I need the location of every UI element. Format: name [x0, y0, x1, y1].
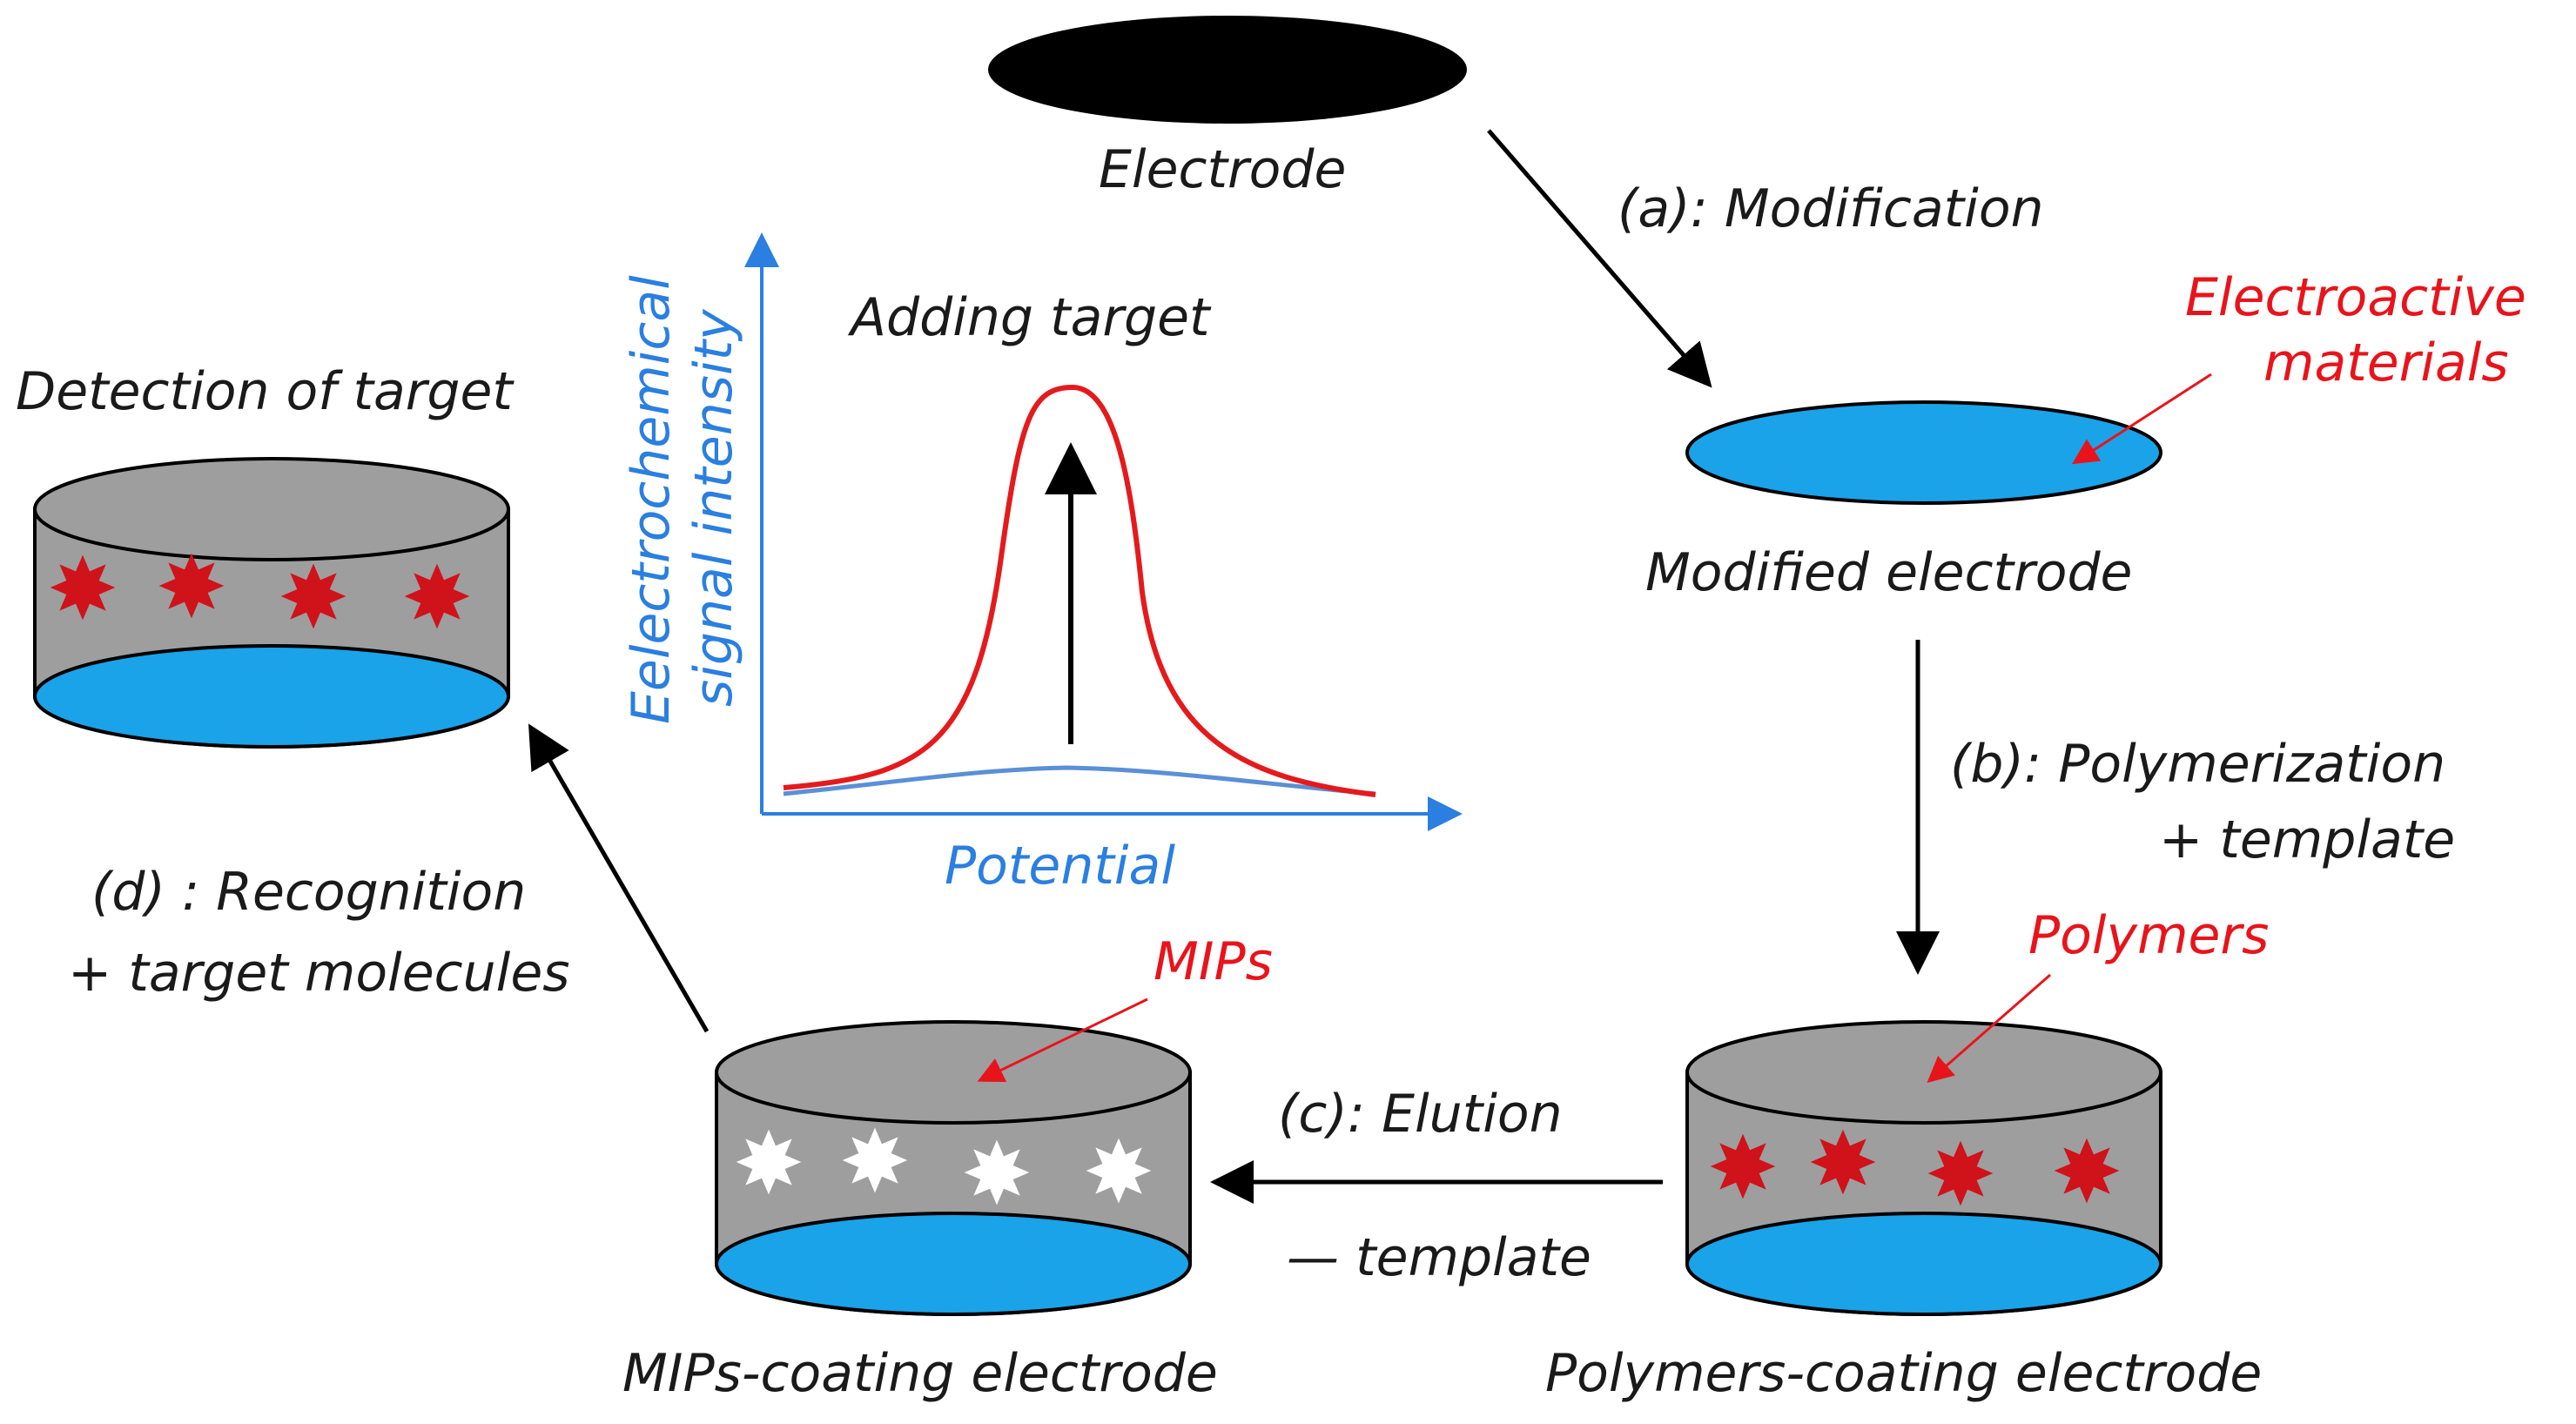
- bound-target-molecule: [50, 554, 116, 621]
- modified-electrode: [1685, 400, 2162, 505]
- imprinted-cavity: [1086, 1138, 1152, 1204]
- template-molecule: [1710, 1133, 1776, 1199]
- y-axis-label-2: signal intensity: [683, 308, 744, 707]
- step-b-label-1: (b): Polymerization: [1950, 734, 2445, 795]
- step-b-label-2: + template: [2159, 809, 2455, 870]
- electroactive-materials-label-2: materials: [2263, 332, 2509, 393]
- imprinted-cavity: [736, 1129, 802, 1195]
- step-a-label: (a): Modification: [1618, 178, 2044, 239]
- electrode-label: Electrode: [1099, 139, 1346, 200]
- mips-label: MIPs: [1153, 931, 1273, 992]
- template-molecule: [2054, 1138, 2120, 1204]
- x-axis-label: Potential: [945, 836, 1175, 897]
- bound-target-molecule: [158, 553, 225, 619]
- imprinted-cavity: [842, 1127, 908, 1193]
- target-signal-peak-curve: [783, 384, 1376, 797]
- y-axis-label-1: Eelectrochemical: [621, 275, 682, 724]
- electroactive-materials-label-1: Electroactive: [2185, 267, 2526, 328]
- step-d-label-1: (d) : Recognition: [91, 862, 526, 923]
- arrow-step-a: [1487, 129, 1712, 388]
- adding-target-label: Adding target: [847, 287, 1212, 348]
- baseline-signal-curve: [783, 765, 1376, 796]
- bound-target-molecule: [404, 563, 470, 629]
- detection-of-target-label: Detection of target: [16, 361, 515, 422]
- mips-pointer-arrow: [977, 997, 1148, 1083]
- detection-electrode: [33, 457, 510, 749]
- step-c-label-2: — template: [1287, 1227, 1591, 1288]
- electroactive-pointer-arrow: [2071, 373, 2212, 465]
- modified-electrode-label: Modified electrode: [1645, 542, 2132, 603]
- polymers-coating-electrode-label: Polymers-coating electrode: [1545, 1343, 2262, 1404]
- imprinted-cavity: [964, 1139, 1030, 1206]
- template-molecule: [1927, 1140, 1994, 1206]
- mips-coating-electrode-label: MIPs-coating electrode: [622, 1343, 1218, 1404]
- mips-coating-electrode: [715, 1020, 1192, 1316]
- step-c-label-1: (c): Elution: [1278, 1084, 1563, 1145]
- signal-plot: Adding target Potential Eelectrochemical…: [621, 232, 1463, 897]
- bound-target-molecule: [280, 563, 346, 629]
- bare-electrode: [988, 16, 1467, 124]
- template-molecule: [1810, 1129, 1876, 1195]
- arrow-step-d: [528, 723, 710, 1033]
- polymers-pointer-arrow: [1927, 973, 2051, 1083]
- polymers-coating-electrode: [1685, 1020, 2162, 1316]
- polymers-label: Polymers: [2028, 905, 2269, 966]
- step-d-label-2: + target molecules: [68, 943, 570, 1004]
